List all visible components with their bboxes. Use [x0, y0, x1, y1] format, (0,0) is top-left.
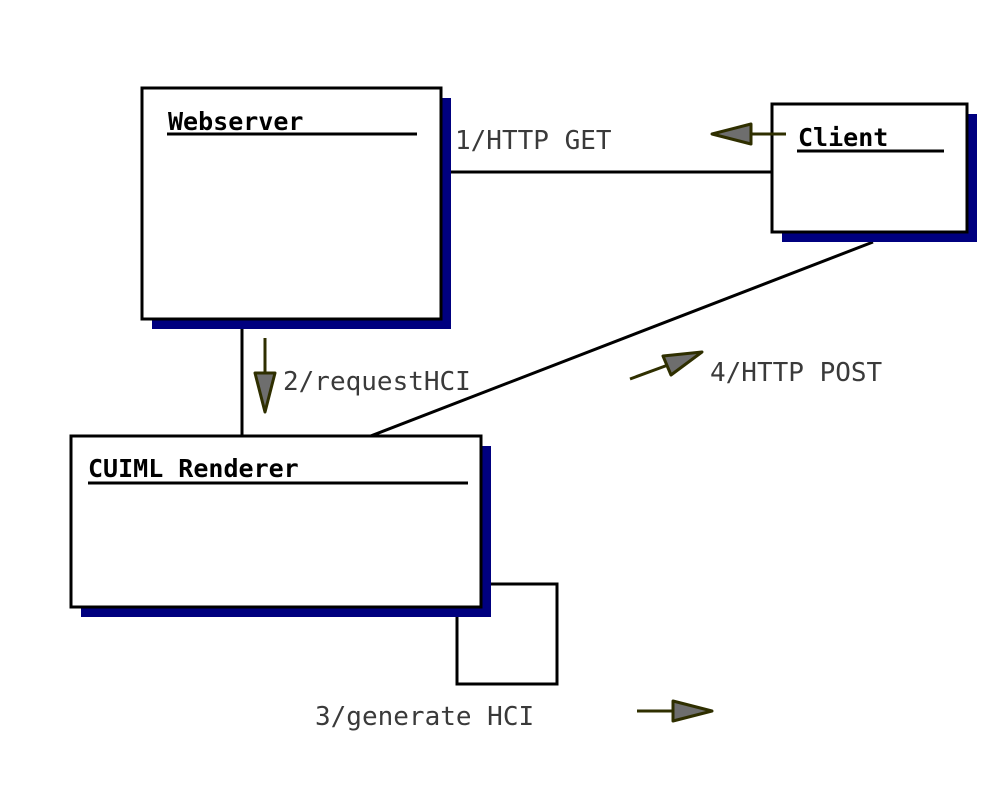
message-arrow-3-right: [637, 699, 714, 723]
object-renderer[interactable]: CUIML Renderer: [69, 434, 491, 617]
message-arrow-2-down: [253, 338, 277, 414]
message-label-3: 3/generate HCI: [315, 702, 534, 732]
object-title-client: Client: [798, 123, 888, 152]
message-label-1: 1/HTTP GET: [455, 126, 612, 156]
object-box: [140, 86, 443, 321]
object-title-webserver: Webserver: [168, 107, 303, 136]
object-title-renderer: CUIML Renderer: [88, 454, 299, 483]
message-label-2: 2/requestHCI: [283, 367, 471, 397]
object-webserver[interactable]: Webserver: [140, 86, 451, 329]
message-arrow-4-diagonal: [629, 350, 704, 381]
message-arrow-1-left: [710, 122, 786, 146]
object-box: [770, 102, 969, 234]
message-label-4: 4/HTTP POST: [710, 358, 883, 388]
object-box: [69, 434, 483, 609]
link-client-renderer: [367, 240, 874, 439]
object-client[interactable]: Client: [770, 102, 977, 242]
self-link-renderer: [455, 582, 559, 686]
